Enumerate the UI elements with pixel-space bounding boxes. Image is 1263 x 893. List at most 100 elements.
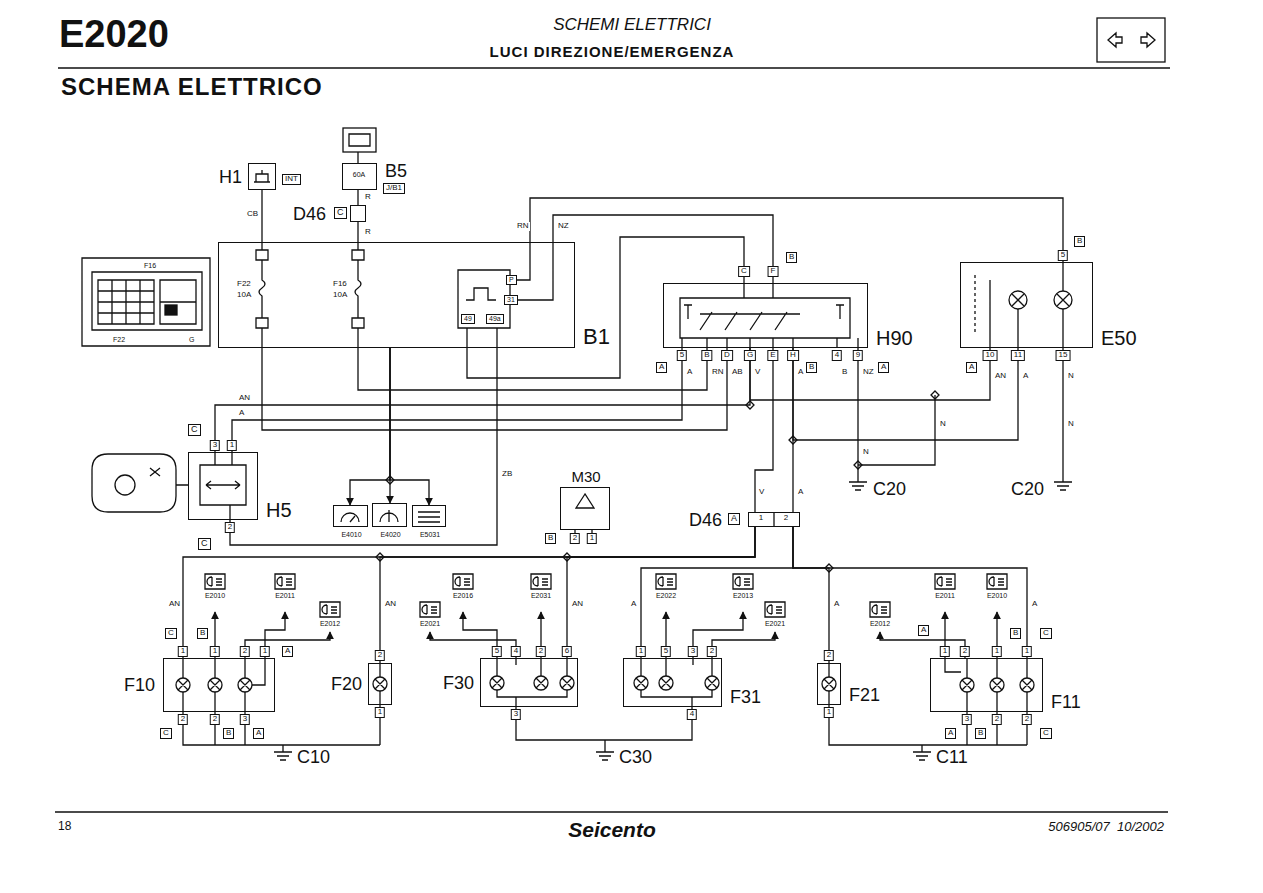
pin-tag: 9 <box>853 350 863 361</box>
pin-tag: G <box>744 350 756 361</box>
pin-tag: 1 <box>636 646 646 657</box>
drawing <box>55 18 1170 812</box>
pin-tag: 1 <box>587 533 597 544</box>
warning-lamp <box>1054 291 1072 309</box>
wire-code: E2012 <box>869 620 891 628</box>
wire-code: E2011 <box>274 592 296 600</box>
pin-tag: 1 <box>375 707 385 718</box>
pin-tag: 4 <box>687 709 697 720</box>
component-code: F11 <box>1050 693 1082 713</box>
wire-code: 2 <box>783 514 789 523</box>
switch-icon <box>254 170 270 182</box>
pin-tag: 49a <box>486 314 504 324</box>
component-box: D46 <box>748 512 800 527</box>
pin-tag: 2 <box>1022 714 1032 725</box>
wire-connector <box>750 348 990 400</box>
wire-code: A <box>797 368 804 377</box>
wire-code: E2031 <box>530 592 552 600</box>
car-sketch <box>92 454 188 512</box>
ground-wires <box>516 707 692 760</box>
dashed-line <box>974 275 975 335</box>
component-box: H5 <box>188 452 258 520</box>
heading-text: C20 <box>1010 480 1045 500</box>
pin-tag: 4 <box>832 350 842 361</box>
bulb <box>822 677 836 691</box>
pin-tag: C <box>188 424 201 436</box>
bulb <box>176 678 190 692</box>
wire-connector <box>350 348 390 505</box>
battery-symbol <box>343 128 376 152</box>
pin-tag: H <box>787 350 799 361</box>
wire-colour-code: A <box>1022 372 1029 381</box>
wire-colour-code: NZ <box>557 222 570 231</box>
wire-colour-code: RN <box>711 368 725 377</box>
wire-code: 10A <box>236 291 252 300</box>
pin-tag: 15 <box>1056 350 1071 361</box>
wire-connector <box>390 348 429 505</box>
wire-colour-code: AN <box>384 600 397 609</box>
connector-divider <box>773 512 774 527</box>
bulb <box>238 678 252 692</box>
pin-tag: C <box>1040 728 1052 739</box>
component-code: F31 <box>729 688 762 708</box>
pin-tag: 1 <box>1022 646 1032 657</box>
wire-connector <box>230 348 497 545</box>
lamp-icons <box>205 574 1007 617</box>
pin-tag: 10 <box>983 350 998 361</box>
pin-tag: A <box>966 362 977 373</box>
component-box: F11 <box>930 658 1043 712</box>
wire-code: N <box>1067 372 1075 381</box>
bulb <box>634 676 648 690</box>
component-code: E4010 <box>340 531 362 539</box>
battery-detail <box>349 134 370 163</box>
heading-text: C20 <box>872 480 907 500</box>
pin-tag: 3 <box>688 646 698 657</box>
pin-tag: D <box>721 350 733 361</box>
bulb <box>1020 678 1034 692</box>
wire-colour-code: RN <box>516 222 530 231</box>
wire-connector <box>232 348 682 452</box>
page-title: SCHEMA ELETTRICO <box>60 74 324 100</box>
wire-colour-code: R <box>364 228 372 237</box>
wire-code: F22 <box>236 280 252 289</box>
pin-tag: 1 <box>227 440 237 451</box>
wire-connector <box>261 190 262 242</box>
component-code: M30 <box>570 469 601 486</box>
component-box: B1 <box>218 242 575 348</box>
component-code: F10 <box>123 676 156 696</box>
heading-text: Seicento <box>567 818 657 841</box>
pin-tag: B <box>701 350 712 361</box>
pin-tag: 1 <box>210 646 220 657</box>
steering-wheel <box>115 475 135 495</box>
component-box: E4020 <box>372 503 407 527</box>
lamp-feed <box>430 632 516 658</box>
wire-colour-code: A <box>797 488 804 497</box>
wire-colour-code: AN <box>571 600 584 609</box>
pin-tag: B <box>786 252 797 263</box>
pin-tag: 3 <box>962 714 972 725</box>
pin-tag: 2 <box>178 714 188 725</box>
component-code: D46 <box>688 511 723 531</box>
dashboard-icons <box>341 510 440 522</box>
pin-tag: A <box>253 728 264 739</box>
pin-tag: 1 <box>992 646 1002 657</box>
wire-colour-code: A <box>1031 600 1038 609</box>
component-code: B5 <box>384 162 408 182</box>
pin-tag: 49 <box>461 314 475 324</box>
wire-code: E2012 <box>319 620 341 628</box>
pin-tag: B <box>223 728 234 739</box>
wire-connector <box>793 348 1018 440</box>
pin-tag: A <box>918 625 929 636</box>
pin-tag: C <box>165 628 177 639</box>
wire-code: F16 <box>332 280 348 289</box>
component-box: F30 <box>480 658 578 707</box>
wire-code: G <box>188 336 195 344</box>
component-code: H90 <box>875 327 914 349</box>
bulb <box>534 676 548 690</box>
bulb <box>960 678 974 692</box>
heading-text: 506905/07 10/2002 <box>1047 820 1165 834</box>
bulb-crosses <box>178 678 1032 690</box>
pin-tag: 31 <box>504 295 518 305</box>
component-box: F10 <box>163 658 275 712</box>
